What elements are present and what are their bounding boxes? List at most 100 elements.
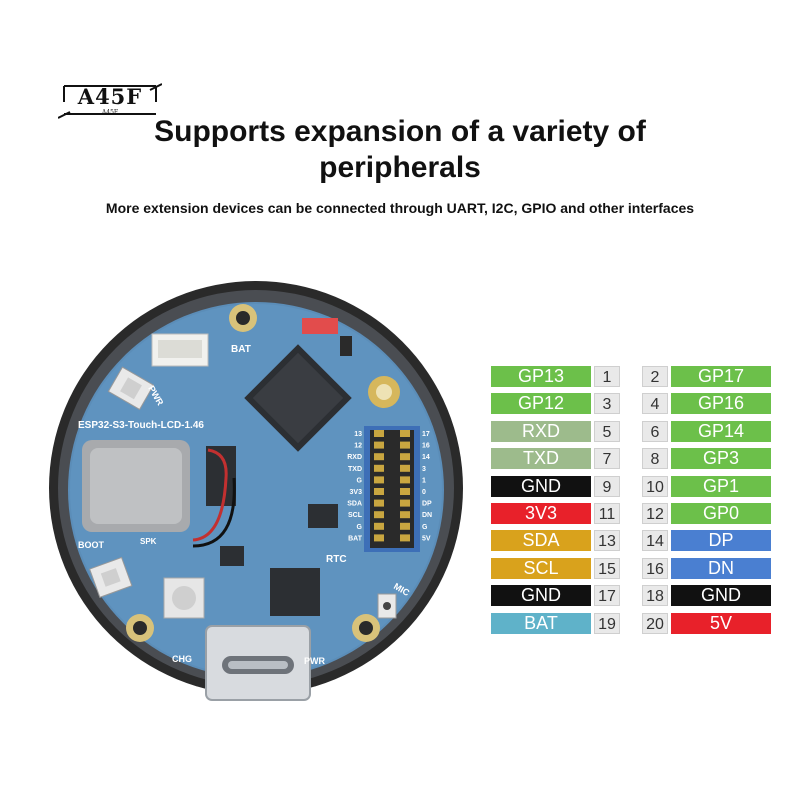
- pin-number: 3: [594, 393, 620, 415]
- header-pin-label: 3V3: [350, 489, 363, 496]
- title-line-1: Supports expansion of a variety of: [154, 115, 646, 148]
- header-pin: [374, 511, 384, 519]
- header-pin: [400, 511, 410, 519]
- header-pin: [400, 464, 410, 472]
- header-pin: [374, 499, 384, 507]
- pin-number: 8: [642, 448, 668, 470]
- pin-label: GP14: [671, 420, 771, 442]
- pin-number: 6: [642, 420, 668, 442]
- label-boot: BOOT: [78, 540, 105, 550]
- pin-number: 16: [642, 557, 668, 579]
- pin-label: GND: [491, 585, 591, 607]
- header-pin: [400, 499, 410, 507]
- pin-number: 17: [594, 585, 620, 607]
- pin-label: RXD: [491, 420, 591, 442]
- header-pin-label: BAT: [348, 535, 363, 542]
- header-pin-label: 5V: [422, 535, 431, 542]
- header-pin-label: 0: [422, 489, 426, 496]
- pin-label: DN: [671, 557, 771, 579]
- logo-frame: [58, 83, 162, 119]
- small-chip: [308, 504, 338, 528]
- header-pin: [400, 453, 410, 461]
- header-pin: [400, 534, 410, 542]
- header-pin-label: 12: [354, 443, 362, 450]
- header-pin: [400, 441, 410, 449]
- pin-label: 5V: [671, 612, 771, 634]
- pin-label: GP1: [671, 475, 771, 497]
- pin-number: 20: [642, 612, 668, 634]
- pin-label: SDA: [491, 530, 591, 552]
- pin-number: 12: [642, 503, 668, 524]
- pin-number: 9: [594, 475, 620, 497]
- pin-label: GP16: [671, 393, 771, 415]
- pin-number: 18: [642, 585, 668, 607]
- boot-button: [88, 556, 133, 598]
- header-pin-label: 3: [422, 466, 426, 473]
- pin-number: 1: [594, 366, 620, 387]
- pin-label: GP12: [491, 393, 591, 415]
- pin-number: 2: [642, 366, 668, 387]
- header-pin-label: 13: [354, 431, 362, 438]
- pin-label: BAT: [491, 612, 591, 634]
- header-pin: [374, 534, 384, 542]
- header-pin-label: G: [422, 524, 428, 531]
- header-pin-label: 17: [422, 431, 430, 438]
- header-pin: [374, 464, 384, 472]
- header-pin-label: G: [357, 477, 363, 484]
- pin-label: GP17: [671, 366, 771, 387]
- pin-label: GP0: [671, 503, 771, 524]
- logo-text: A45F: [77, 84, 143, 109]
- header-pin-label: SDA: [347, 501, 362, 508]
- header-pin-label: 16: [422, 443, 430, 450]
- header-pin-label: G: [357, 524, 363, 531]
- label-rtc: RTC: [326, 554, 347, 565]
- label-bat: BAT: [231, 344, 251, 355]
- header-pin-label: SCL: [348, 512, 363, 519]
- pin-number: 4: [642, 393, 668, 415]
- header-pin: [374, 522, 384, 530]
- fuse-component: [302, 318, 338, 334]
- header-pin: [374, 453, 384, 461]
- title-line-2: peripherals: [319, 151, 481, 184]
- header-pin: [400, 430, 410, 437]
- header-pin: [374, 430, 384, 437]
- header-pin: [400, 488, 410, 495]
- pin-label: GP3: [671, 448, 771, 470]
- header-right-labels: 17 16 14 3 1 0DP DN G 5V: [400, 430, 432, 542]
- main-chip: [244, 344, 352, 452]
- pin-number: 14: [642, 530, 668, 552]
- pin-number: 13: [594, 530, 620, 552]
- pin-label: GP13: [491, 366, 591, 387]
- header-pin-label: TXD: [348, 466, 362, 473]
- header-pin-label: RXD: [347, 454, 362, 461]
- pin-label: GND: [671, 585, 771, 607]
- logo-subtext: A45F: [101, 109, 119, 116]
- header-pin-label: DP: [422, 501, 432, 508]
- rtc-chip: [270, 568, 320, 616]
- page-subtitle: More extension devices can be connected …: [105, 200, 695, 216]
- pin-number: 5: [594, 420, 620, 442]
- header-pin: [400, 476, 410, 484]
- label-pwr-2: PWR: [304, 656, 325, 666]
- pwr-button: [107, 366, 155, 411]
- pin-label: GND: [491, 475, 591, 497]
- pin-label: TXD: [491, 448, 591, 470]
- header-pin: [374, 476, 384, 484]
- header-pin-label: 1: [422, 477, 426, 484]
- header-pin: [400, 522, 410, 530]
- label-chg: CHG: [172, 654, 192, 664]
- pin-label: DP: [671, 530, 771, 552]
- header-pin-label: DN: [422, 512, 432, 519]
- page-title: Supports expansion of a variety of perip…: [0, 114, 800, 186]
- label-spk: SPK: [140, 537, 157, 546]
- header-pin: [374, 441, 384, 449]
- board-name: ESP32-S3-Touch-LCD-1.46: [78, 420, 204, 431]
- pin-number: 11: [594, 503, 620, 524]
- pin-number: 7: [594, 448, 620, 470]
- header-pin-label: 14: [422, 454, 430, 461]
- brand-logo: A45F A45F: [58, 82, 162, 120]
- pin-label: 3V3: [491, 503, 591, 524]
- pin-number: 15: [594, 557, 620, 579]
- board-illustration: BAT PWR ESP32-S3-Touch-LCD-1.46 1312RXDT…: [49, 281, 463, 701]
